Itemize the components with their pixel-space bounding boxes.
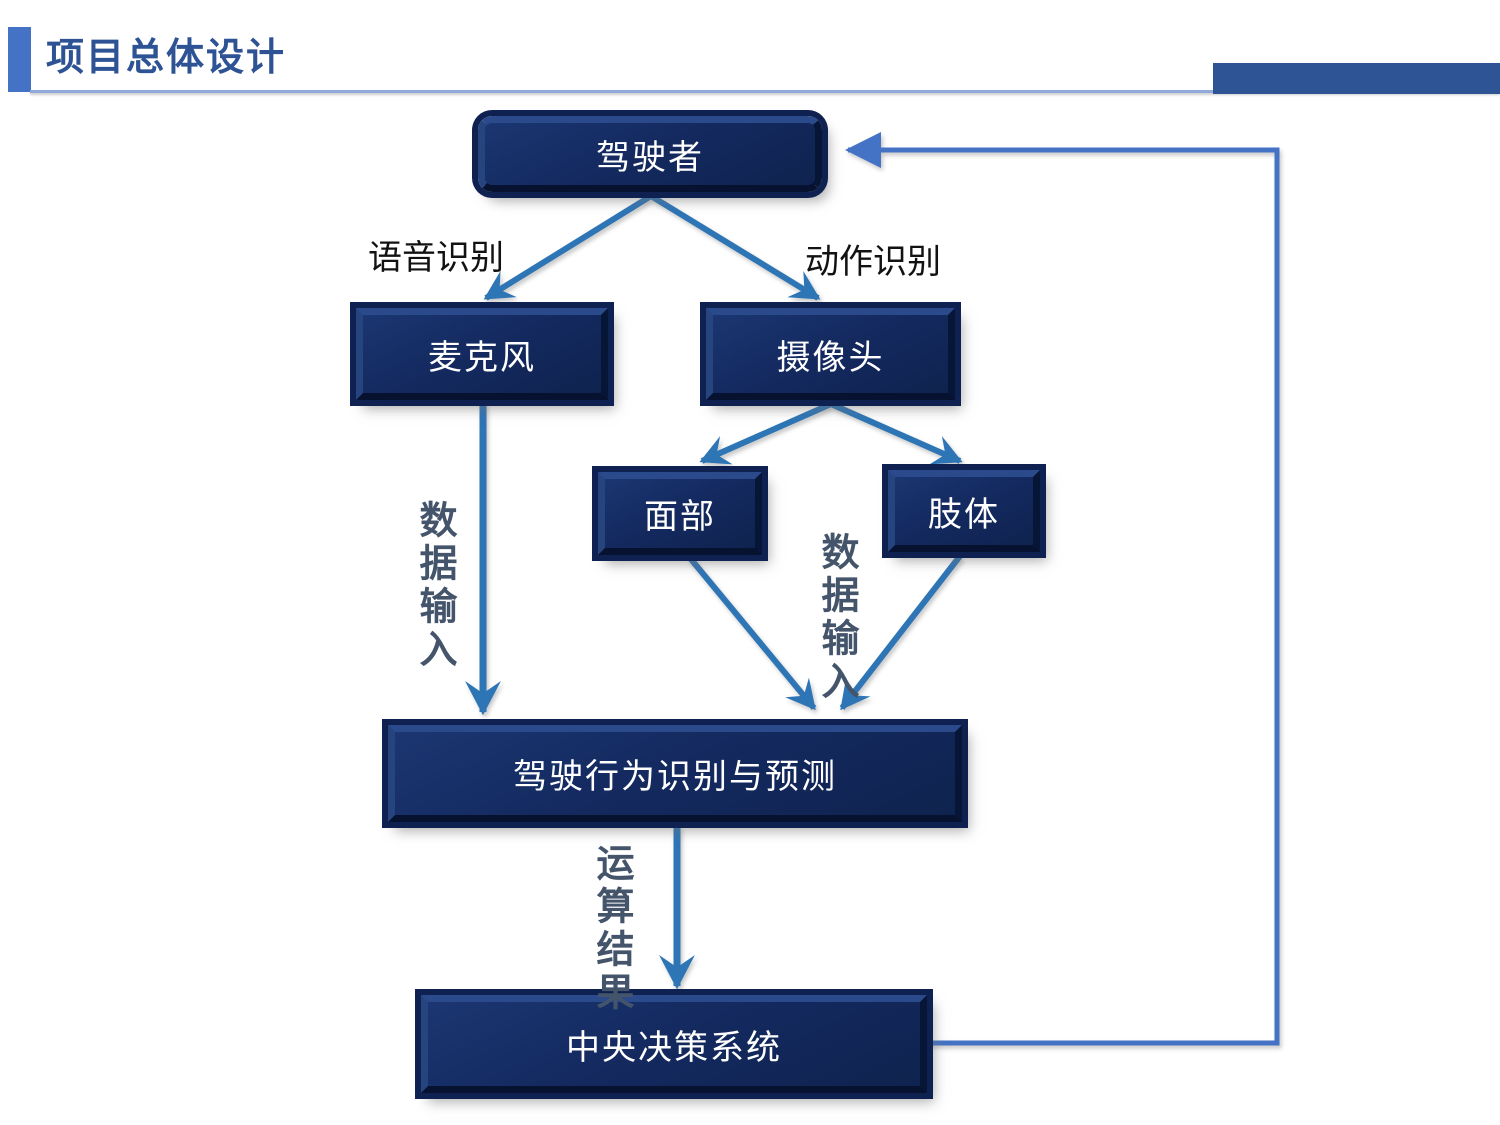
arrow-body-to-behavior xyxy=(839,554,963,711)
node-driver-label: 驾驶者 xyxy=(596,138,704,177)
arrow-face-to-behavior xyxy=(687,556,817,711)
edge-label-data-input-mid: 数据输入 xyxy=(815,532,857,704)
header-accent-bar xyxy=(8,27,31,92)
node-central-decision-label: 中央决策系统 xyxy=(566,1028,782,1067)
node-microphone-label: 麦克风 xyxy=(428,338,536,377)
arrow-driver-to-camera xyxy=(649,193,821,301)
node-face-label: 面部 xyxy=(644,498,716,536)
node-driver: 驾驶者 xyxy=(478,116,822,192)
arrow-camera-to-body xyxy=(829,401,963,465)
node-microphone: 麦克风 xyxy=(356,308,608,400)
arrow-camera-to-face xyxy=(699,401,833,465)
node-camera: 摄像头 xyxy=(706,308,955,400)
node-body-label: 肢体 xyxy=(928,495,1000,534)
edge-label-action-recognition: 动作识别 xyxy=(805,243,941,281)
node-body: 肢体 xyxy=(888,470,1040,552)
arrow-driver-to-microphone xyxy=(483,193,653,301)
edge-label-data-input-left: 数据输入 xyxy=(413,500,455,672)
edge-label-computation-result: 运算结果 xyxy=(590,843,632,1015)
header-divider-line xyxy=(30,90,1500,93)
node-behavior-recognition-label: 驾驶行为识别与预测 xyxy=(513,758,837,796)
node-behavior-recognition: 驾驶行为识别与预测 xyxy=(388,725,962,822)
node-central-decision: 中央决策系统 xyxy=(421,995,927,1093)
node-camera-label: 摄像头 xyxy=(776,338,885,377)
header-top-right-bar xyxy=(1213,63,1500,94)
node-face: 面部 xyxy=(598,472,762,555)
page-title: 项目总体设计 xyxy=(46,37,287,79)
connector-decision-to-driver-feedback xyxy=(845,132,1280,1046)
edge-label-voice-recognition: 语音识别 xyxy=(368,239,504,277)
